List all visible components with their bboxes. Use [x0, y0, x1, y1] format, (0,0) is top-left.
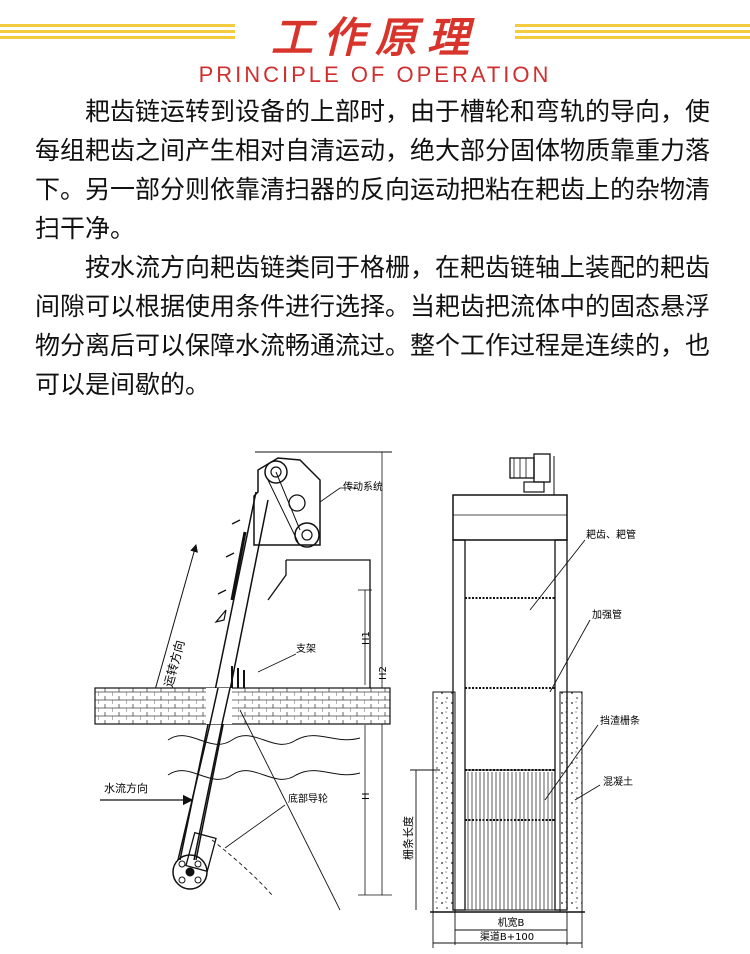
label-bottom-wheel: 底部导轮 — [288, 792, 328, 805]
header: 工作原理 PRINCIPLE OF OPERATION — [0, 0, 750, 95]
dim-h2: H2 — [378, 666, 389, 680]
front-dims — [410, 539, 601, 948]
label-concrete: 混凝土 — [603, 775, 633, 788]
side-view — [154, 451, 392, 896]
label-retainer-grate: 挡渣栅条 — [600, 714, 640, 727]
page-subtitle: PRINCIPLE OF OPERATION — [198, 62, 552, 87]
front-view — [452, 453, 568, 911]
paragraph-2: 按水流方向耙齿链类同于格栅，在耙齿链轴上装配的耙齿间隙可以根据使用条件进行选择。… — [35, 253, 711, 399]
label-channel-width: 渠道B+100 — [480, 930, 534, 943]
header-stripes-right — [515, 24, 750, 42]
label-rake-tube: 耙齿、耙管 — [586, 528, 636, 541]
label-support: 支架 — [296, 643, 316, 655]
label-machine-width: 机宽B — [498, 916, 525, 929]
concrete-wall-right — [559, 691, 583, 913]
schematic-svg: 传动系统 支架 水流方向 底部导轮 运转方向 H1 H2 H — [94, 451, 640, 948]
header-stripes-left — [0, 24, 235, 42]
label-water-flow: 水流方向 — [104, 781, 148, 795]
grate-bars — [467, 772, 553, 910]
concrete-wall-left — [432, 691, 456, 913]
dim-h1: H1 — [361, 631, 372, 645]
label-grate-length: 栅条长度 — [401, 816, 415, 860]
page-title: 工作原理 — [270, 13, 479, 62]
side-leaders — [224, 487, 356, 849]
description: 耙齿链运转到设备的上部时，由于槽轮和弯轨的导向，使每组耙齿之间产生相对自清运动，… — [35, 92, 725, 404]
schematic-diagram: 传动系统 支架 水流方向 底部导轮 运转方向 H1 H2 H — [0, 440, 750, 950]
label-reinforce-tube: 加强管 — [592, 608, 622, 621]
bottom-wheel — [172, 709, 341, 911]
label-rotation-direction: 运转方向 — [160, 639, 187, 689]
label-drive-system: 传动系统 — [343, 480, 383, 493]
dim-h: H — [361, 792, 372, 800]
ground-slab — [94, 687, 391, 725]
paragraph-1: 耙齿链运转到设备的上部时，由于槽轮和弯轨的导向，使每组耙齿之间产生相对自清运动，… — [35, 97, 711, 243]
